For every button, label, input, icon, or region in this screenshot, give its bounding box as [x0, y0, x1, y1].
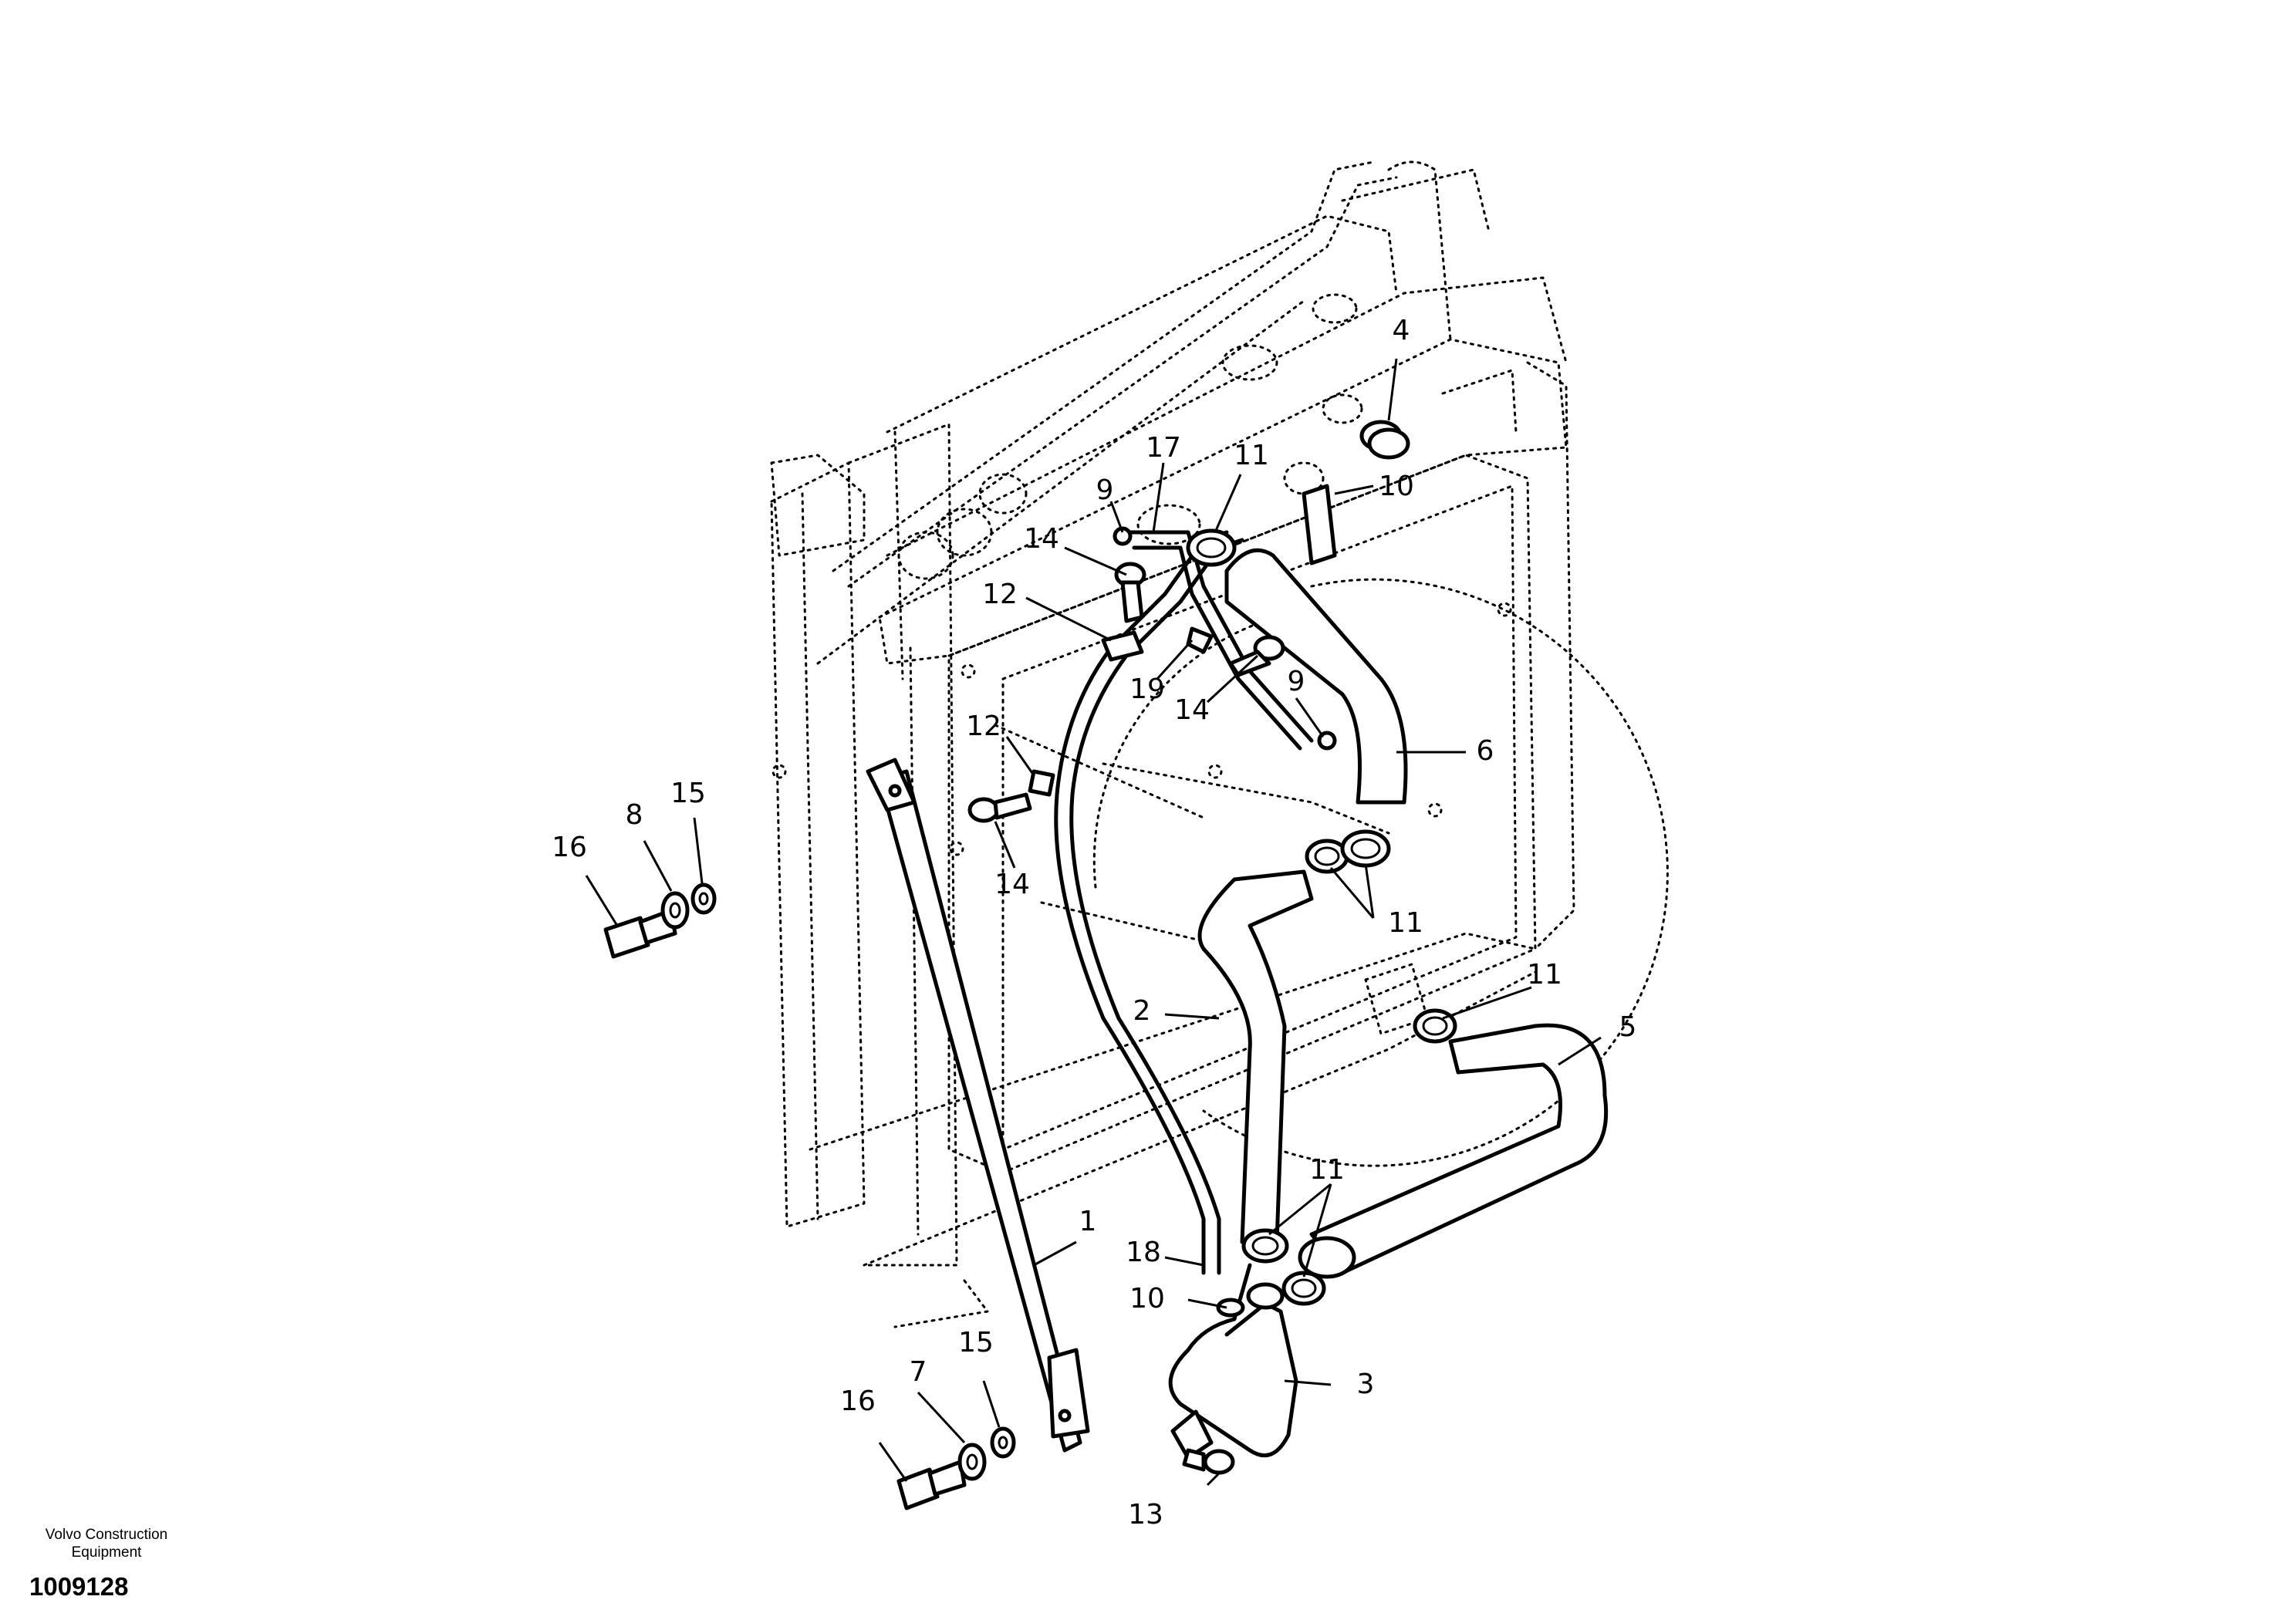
brand-line2: Equipment [71, 1544, 142, 1561]
callout-18: 18 [1126, 1237, 1161, 1268]
callout-14: 14 [1024, 523, 1059, 555]
callout-3: 3 [1357, 1369, 1375, 1400]
callout-labels: 1 2 3 4 5 6 7 8 9 9 10 10 11 11 11 11 12… [552, 315, 1636, 1531]
callout-10b: 10 [1129, 1283, 1165, 1315]
callout-1: 1 [1079, 1206, 1097, 1237]
hose-clamp [1186, 528, 1237, 567]
callout-10: 10 [1379, 471, 1414, 502]
water-pipe [1168, 1263, 1298, 1458]
callout-9: 9 [1096, 474, 1114, 506]
callout-19: 19 [1129, 673, 1165, 705]
hose-outlet [1309, 1023, 1609, 1275]
washer [660, 891, 690, 930]
callout-14b: 14 [1174, 694, 1210, 726]
grommet [1113, 526, 1133, 546]
callout-5: 5 [1619, 1011, 1637, 1043]
lock-washer [690, 883, 717, 915]
lock-washer [990, 1426, 1016, 1459]
cap [1359, 420, 1410, 460]
callout-17: 17 [1146, 432, 1181, 464]
callout-15: 15 [670, 778, 706, 809]
hose-lower [1197, 869, 1314, 1244]
callout-16b: 16 [840, 1385, 876, 1417]
callout-11: 11 [1234, 440, 1269, 471]
callout-9b: 9 [1288, 666, 1305, 697]
radiator-assembly-outline [770, 160, 1669, 1328]
callout-4: 4 [1393, 315, 1410, 346]
callout-12: 12 [982, 579, 1018, 610]
clip [1028, 769, 1055, 797]
bolt [896, 1460, 967, 1510]
document-number: 1009128 [29, 1572, 129, 1601]
footer: Volvo Construction Equipment 1009128 [29, 1526, 214, 1601]
bolt [967, 792, 1032, 823]
parts [603, 420, 1609, 1510]
callout-13: 13 [1128, 1499, 1163, 1531]
brand-name: Volvo Construction Equipment [29, 1526, 184, 1561]
callout-11c: 11 [1527, 959, 1562, 991]
hose-clamp [1241, 1228, 1289, 1264]
callout-14c: 14 [994, 869, 1030, 900]
bolt [1114, 562, 1146, 623]
hose-clamp [1281, 1271, 1326, 1306]
washer [957, 1443, 987, 1481]
bolt [603, 908, 677, 959]
bolt [1228, 635, 1285, 677]
callout-12b: 12 [966, 710, 1001, 742]
callout-16: 16 [552, 832, 587, 863]
callout-6: 6 [1477, 735, 1494, 767]
clip [1186, 626, 1214, 654]
callout-8: 8 [626, 799, 643, 831]
hose-clamp [1340, 829, 1391, 868]
brand-line1: Volvo Construction [45, 1527, 168, 1543]
callout-7: 7 [910, 1356, 927, 1388]
vent-tube [1054, 530, 1229, 1275]
callout-11d: 11 [1309, 1154, 1345, 1186]
leader-lines [585, 358, 1602, 1487]
callout-11b: 11 [1388, 907, 1423, 939]
washer [1216, 1298, 1245, 1318]
bolt [1182, 1448, 1235, 1475]
callout-15b: 15 [958, 1327, 994, 1358]
callout-2: 2 [1133, 995, 1151, 1027]
clip [1101, 630, 1144, 662]
hose-upper [1224, 548, 1408, 805]
